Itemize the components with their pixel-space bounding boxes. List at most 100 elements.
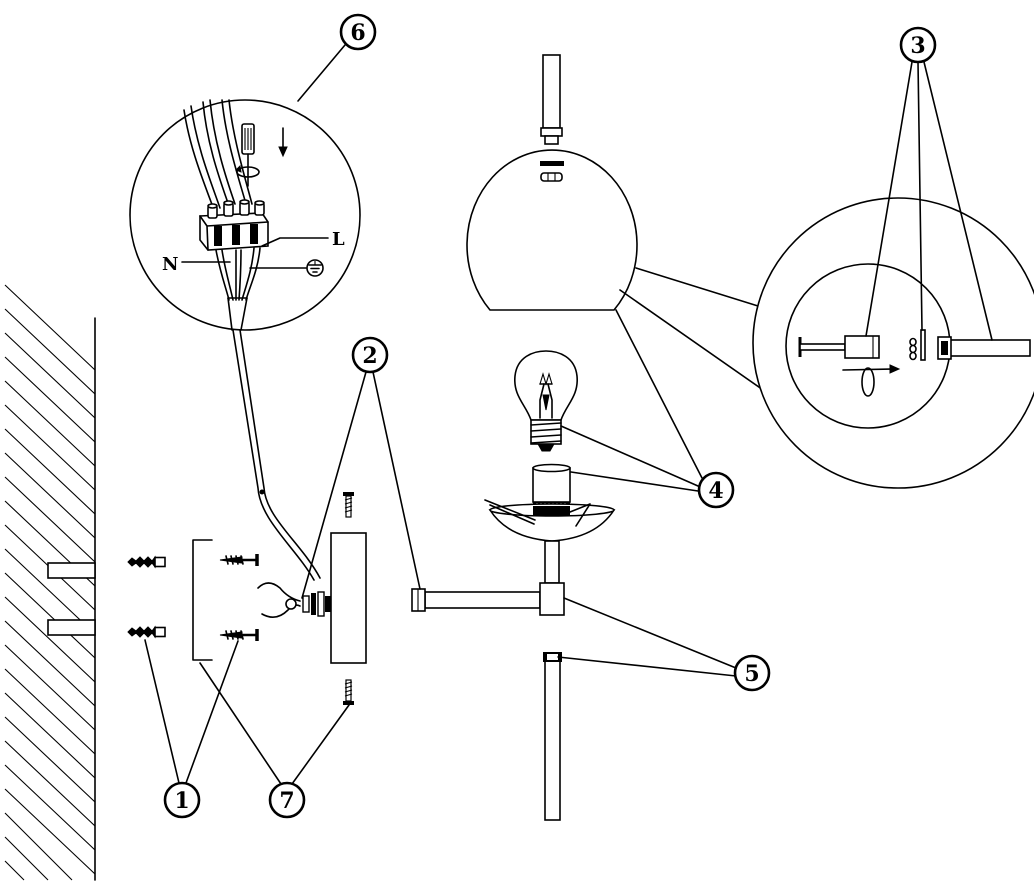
leader-4a	[615, 309, 703, 479]
lamp-arm	[411, 582, 565, 616]
callout-1: 1	[163, 781, 201, 819]
leader-7a	[199, 662, 282, 785]
hatch-line	[4, 332, 96, 419]
fixing-tube	[937, 336, 1031, 360]
callout-5: 5	[733, 654, 771, 692]
leader-2b	[372, 371, 421, 590]
live-label: L	[332, 229, 345, 250]
leader-4b	[560, 425, 699, 487]
neutral-label: N	[162, 254, 178, 275]
neutral-terminal-marker: N	[162, 254, 231, 275]
hatch-line	[4, 308, 96, 395]
callout-3-number: 3	[910, 33, 925, 59]
terminal-screw	[223, 200, 234, 217]
leader-1a	[144, 639, 180, 784]
leader-lines	[144, 44, 993, 785]
hatch-line	[4, 740, 96, 827]
hatch-line	[4, 716, 96, 803]
terminal-screw	[254, 200, 265, 216]
live-terminal-marker: L	[261, 229, 345, 250]
callout-6-number: 6	[350, 20, 365, 46]
hatch-line	[4, 836, 49, 881]
canopy-fitting	[257, 582, 331, 618]
callout-7: 7	[268, 781, 306, 819]
canopy-screw-bottom	[343, 679, 354, 705]
hatch-line	[4, 572, 96, 659]
detail-leader-line	[619, 289, 767, 393]
hatch-line	[4, 404, 96, 491]
hatch-line	[4, 620, 96, 707]
ceiling-rod	[540, 54, 563, 145]
leader-3c	[923, 61, 993, 341]
hatch-line	[4, 284, 96, 371]
callout-2-number: 2	[362, 343, 377, 369]
callout-3: 3	[899, 26, 937, 64]
callout-2: 2	[351, 336, 389, 374]
hatch-line	[4, 452, 96, 539]
hatch-line	[4, 764, 96, 851]
hatch-line	[4, 356, 96, 443]
terminal-screw	[239, 199, 250, 216]
outgoing-wires	[215, 247, 261, 331]
fixing-washers	[909, 337, 917, 361]
globe-fixing-detail-circle	[619, 197, 1034, 489]
arm-joint	[539, 582, 565, 616]
earth-ground-icon	[249, 259, 324, 277]
fixing-pin	[920, 329, 926, 361]
hatch-line	[4, 668, 96, 755]
hatch-line	[4, 860, 25, 881]
hatch-line	[4, 596, 96, 683]
wall-plug-lower	[127, 625, 166, 639]
wall-plug-upper	[127, 555, 166, 569]
leader-2a	[301, 371, 367, 599]
leader-5a	[563, 597, 737, 669]
wall	[4, 284, 96, 881]
wall-canopy	[330, 532, 367, 664]
terminal-screw	[207, 203, 218, 219]
cup-stem	[544, 540, 560, 584]
rotate-icon	[842, 364, 901, 397]
hatch-line	[4, 692, 96, 779]
hatch-line	[4, 788, 96, 875]
wiring-detail-circle: L N	[129, 99, 361, 331]
light-bulb	[514, 350, 578, 452]
hatch-line	[4, 380, 96, 467]
leader-6	[297, 44, 346, 102]
callout-7-number: 7	[279, 788, 294, 814]
mounting-bracket	[192, 539, 213, 661]
screwdriver-icon	[235, 123, 260, 187]
down-arrow-icon	[278, 127, 288, 158]
drill-hole-upper	[47, 562, 96, 579]
leader-1b	[185, 640, 239, 784]
leader-5b	[557, 656, 737, 677]
lower-rod	[543, 652, 562, 821]
bulb-base	[530, 419, 562, 452]
detail-leader-line	[635, 267, 759, 307]
drill-hole-lower	[47, 619, 96, 636]
hatch-line	[4, 812, 73, 881]
callout-4-number: 4	[708, 478, 723, 504]
callout-4: 4	[697, 471, 735, 509]
lamp-cup	[484, 499, 616, 542]
incoming-wires	[183, 99, 253, 211]
leader-3b	[917, 61, 923, 331]
leader-7b	[291, 704, 350, 785]
hatch-line	[4, 476, 96, 563]
globe-top-ring	[540, 161, 564, 166]
leader-4c	[570, 471, 699, 492]
wood-screw-upper	[219, 554, 259, 566]
callout-6: 6	[339, 13, 377, 51]
glass-globe	[466, 149, 638, 311]
hatch-line	[4, 644, 96, 731]
leader-3a	[865, 61, 913, 337]
callout-1-number: 1	[174, 788, 189, 814]
canopy-screw-top	[343, 492, 354, 518]
globe-top-nut	[540, 172, 563, 182]
supply-cable	[232, 329, 321, 581]
wall-hatching	[4, 284, 96, 881]
hatch-line	[4, 428, 96, 515]
wood-screw-lower	[219, 629, 259, 641]
callout-5-number: 5	[744, 661, 759, 687]
fixing-bolt	[798, 335, 880, 359]
